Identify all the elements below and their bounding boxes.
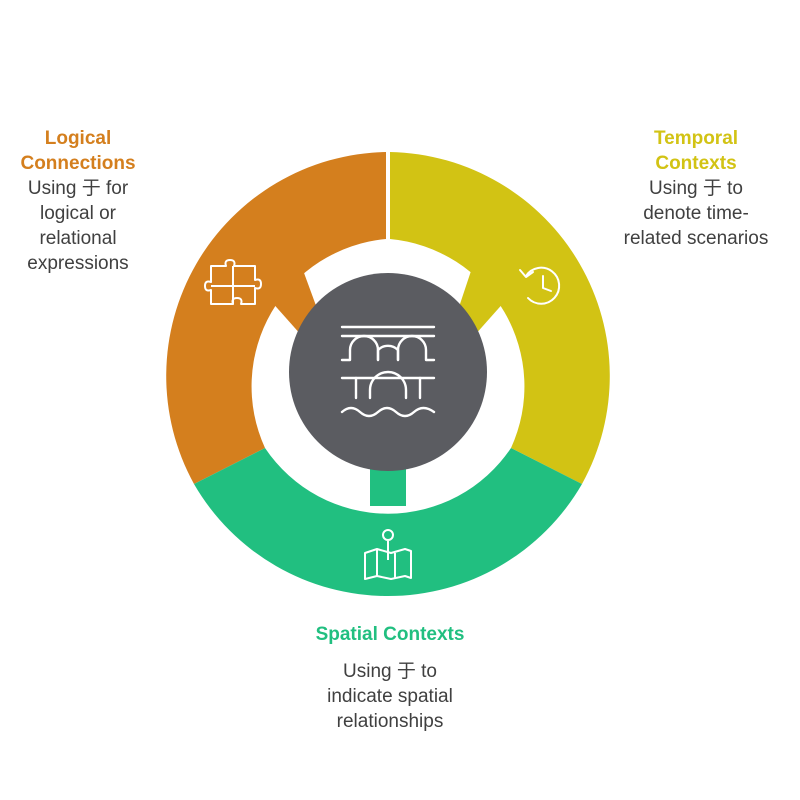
label-temporal-contexts: Temporal Contexts Using 于 to denote time… (606, 126, 786, 251)
title-temporal-line-2: Contexts (655, 153, 737, 174)
desc-logical-line-4: expressions (27, 253, 129, 274)
desc-spatial-line-1: Using 于 to (343, 661, 437, 682)
desc-temporal-line-1: Using 于 to (649, 178, 743, 199)
bridge-icon (340, 325, 436, 418)
title-logical-line-1: Logical (44, 128, 112, 149)
puzzle-icon (204, 259, 262, 305)
desc-temporal-line-2: denote time- (643, 203, 749, 224)
title-temporal-line-1: Temporal (653, 128, 739, 149)
desc-logical-line-2: logical or (39, 203, 117, 224)
segment-logical (166, 152, 386, 484)
label-spatial-contexts: Spatial Contexts Using 于 to indicate spa… (290, 622, 490, 734)
map-pin-icon (364, 529, 412, 580)
clock-history-icon (519, 266, 561, 305)
title-logical-line-2: Connections (20, 153, 136, 174)
title-spatial: Spatial Contexts (315, 624, 465, 645)
desc-spatial-line-2: indicate spatial (327, 686, 453, 707)
label-logical-connections: Logical Connections Using 于 for logical … (8, 126, 148, 276)
segment-spatial (194, 448, 582, 597)
desc-spatial-line-3: relationships (336, 711, 444, 732)
segment-temporal (390, 152, 610, 484)
desc-logical-line-1: Using 于 for (27, 178, 129, 199)
desc-temporal-line-3: related scenarios (623, 228, 769, 249)
desc-logical-line-3: relational (39, 228, 117, 249)
